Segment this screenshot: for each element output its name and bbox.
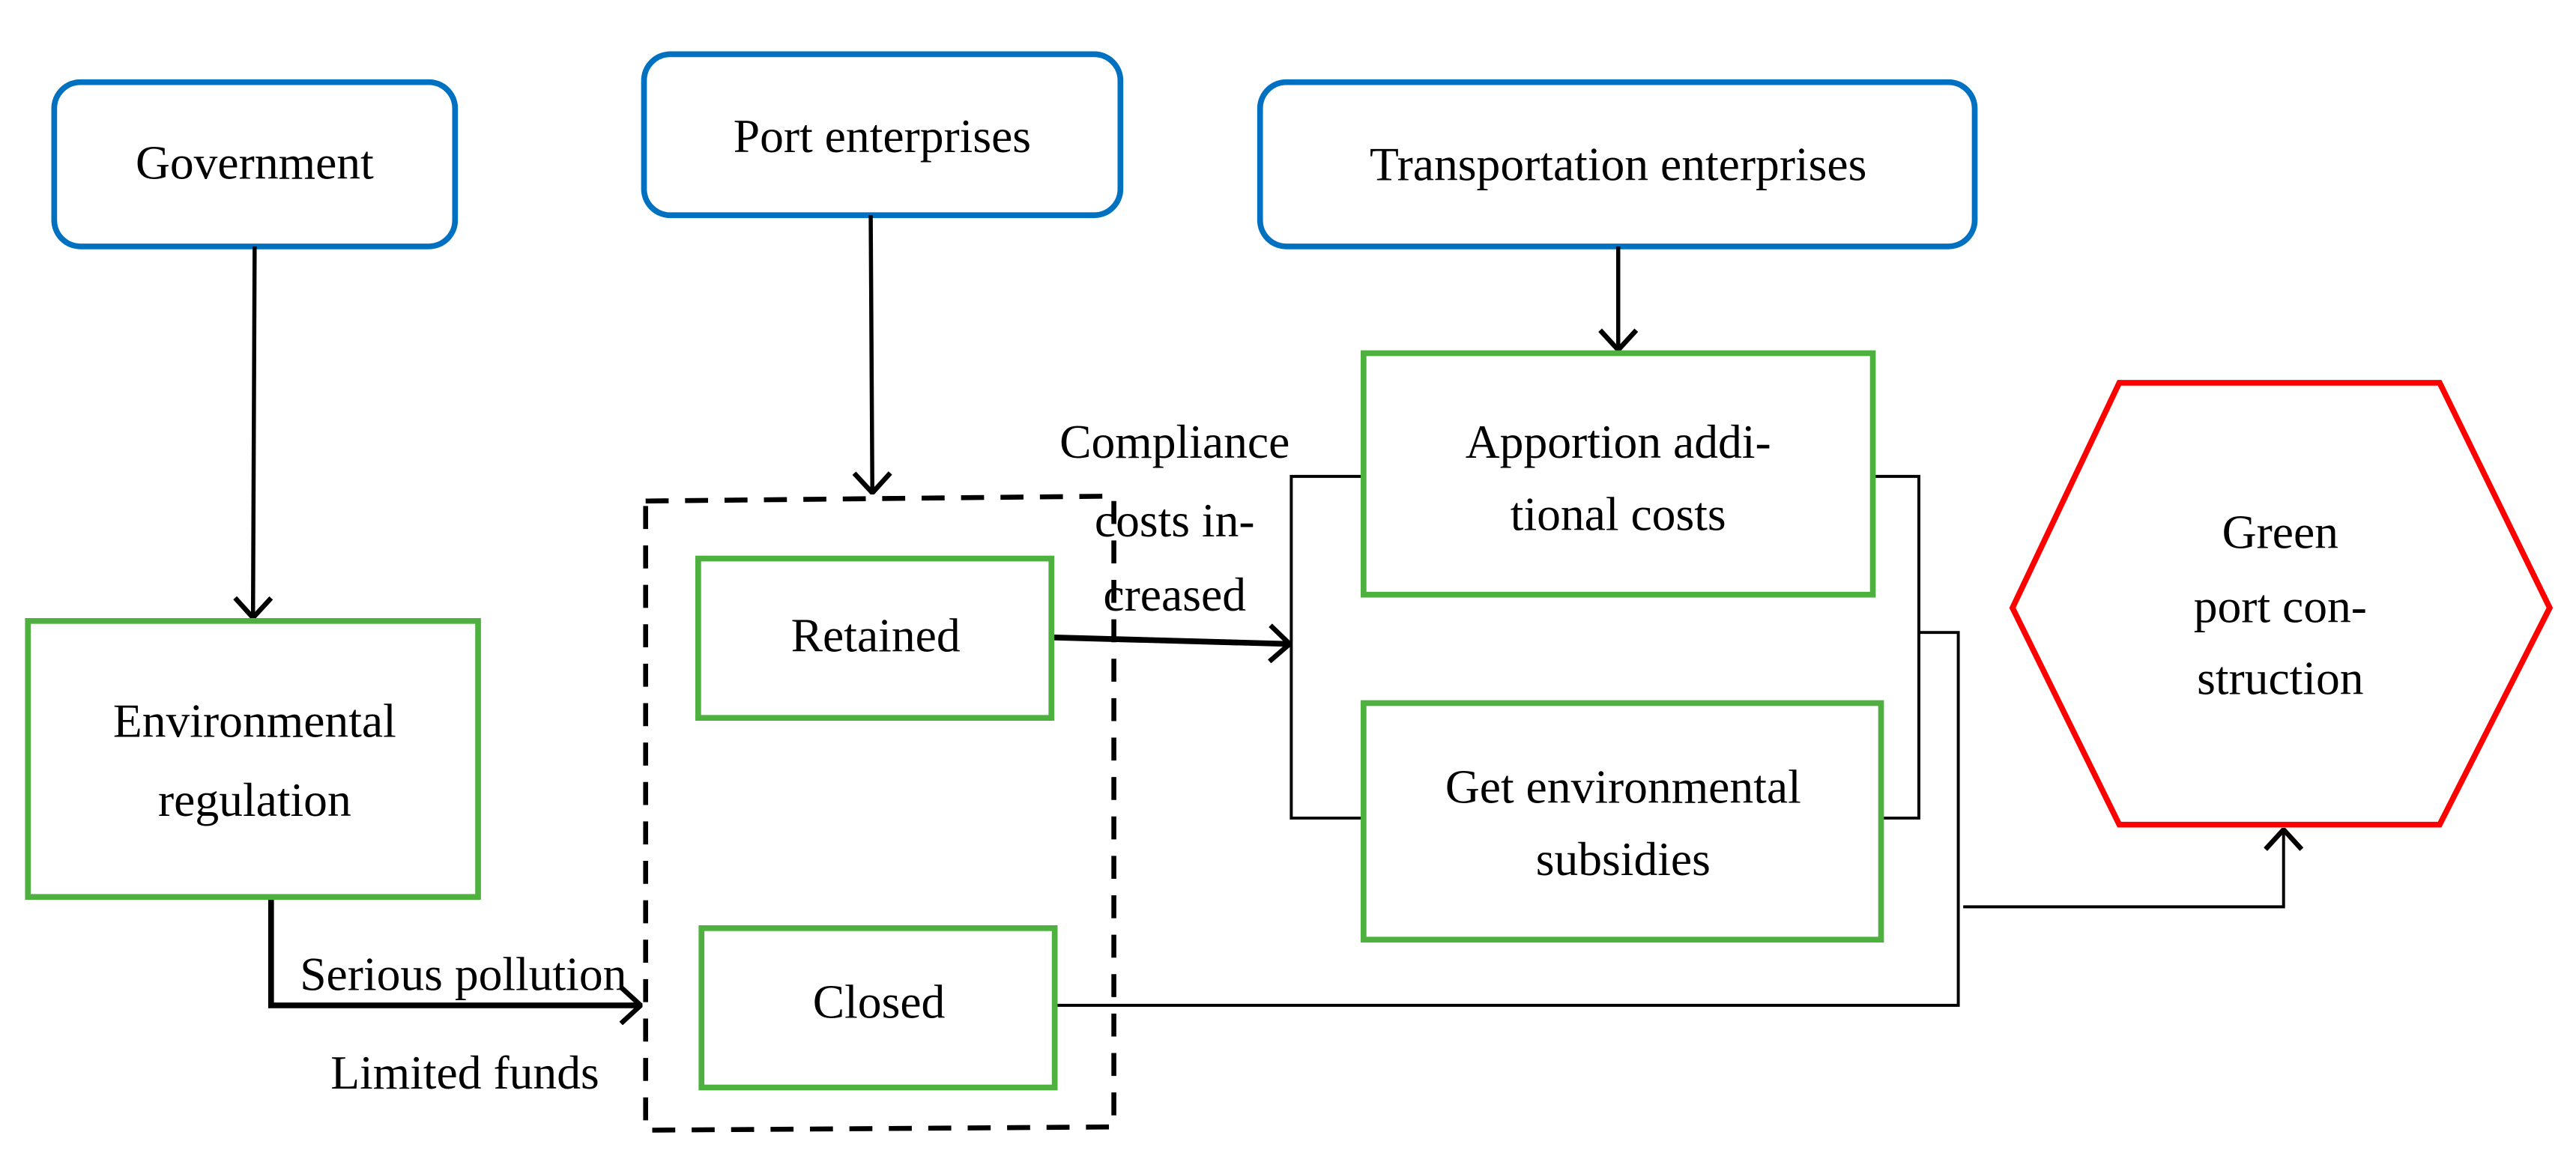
goal-label-line1: Green [2222,506,2338,559]
port-enterprises-box: Port enterprises [641,51,1124,219]
right-bracket [1872,474,1920,820]
government-box: Government [51,79,459,249]
regulation-label-line1: Environmental [113,695,396,748]
goal-label-line3: struction [2197,652,2363,705]
green-port-construction-hexagon: Green port con- struction [2009,380,2554,828]
serious-pollution-label: Serious pollution [300,947,626,1000]
compliance-label-line1: Compliance [1059,415,1289,468]
connectors [253,215,2284,1005]
government-label: Government [136,136,374,189]
transportation-enterprises-label: Transportation enterprises [1370,137,1866,190]
port-to-group-arrow [871,215,872,493]
compliance-label-line3: creased [1103,568,1246,621]
regulation-to-closed-arrow [267,897,641,1005]
to-goal-arrow [1963,829,2284,909]
merge-line [1054,631,1960,1007]
closed-label: Closed [813,975,946,1029]
enterprise-outcome-group [643,493,1116,1133]
regulation-label-line2: regulation [158,773,351,826]
limited-funds-label: Limited funds [330,1046,599,1099]
subsidies-label-line2: subsidies [1536,832,1711,886]
apportion-label-line1: Apportion addi- [1466,415,1771,468]
retained-box: Retained [695,555,1055,721]
subsidies-label-line1: Get environmental [1445,760,1801,813]
transportation-enterprises-box: Transportation enterprises [1257,79,1978,249]
port-enterprises-label: Port enterprises [734,109,1031,163]
left-bracket [1289,474,1364,820]
goal-label-line2: port con- [2194,579,2367,632]
apportion-label-line2: tional costs [1511,487,1726,540]
gov-to-regulation-arrow [253,246,255,618]
apportion-costs-box: Apportion addi- tional costs [1361,350,1876,598]
subsidies-box: Get environmental subsidies [1361,700,1884,943]
retained-to-bracket-arrow [1051,638,1289,644]
closed-box: Closed [698,925,1058,1091]
compliance-label-line2: costs in- [1095,494,1255,547]
environmental-regulation-box: Environmental regulation [25,617,481,901]
retained-label: Retained [791,609,961,662]
